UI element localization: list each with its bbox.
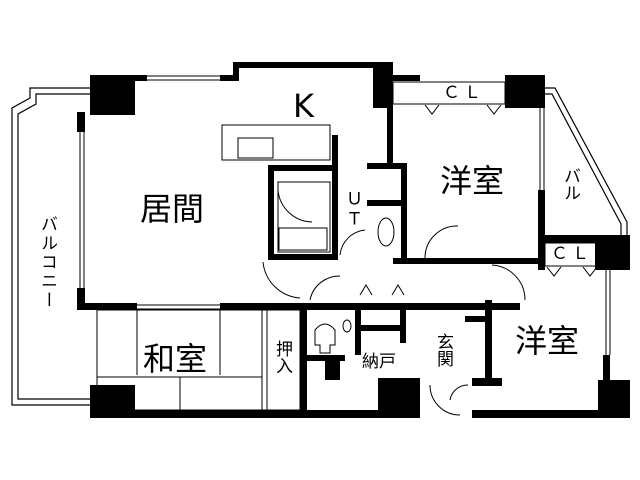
wall xyxy=(332,135,338,260)
pillar xyxy=(90,75,135,115)
right-balcony-outline xyxy=(545,87,628,236)
kitchen-counter xyxy=(221,124,331,161)
right-balcony-inner xyxy=(545,93,622,236)
room-label-oshiire: 押入 xyxy=(272,340,292,374)
wall xyxy=(268,254,338,260)
wall xyxy=(233,62,239,81)
room-label-entrance: 玄関 xyxy=(433,333,453,367)
bath-room xyxy=(277,181,331,253)
wall xyxy=(472,378,502,386)
room-label-balcony-left: バルコニー xyxy=(37,215,57,310)
room-label-ut: ＵＴ xyxy=(342,190,362,230)
room-label-nando: 納戸 xyxy=(362,352,396,372)
japanese-room-tatami xyxy=(96,309,268,411)
sink xyxy=(237,137,274,159)
pillar xyxy=(595,235,630,270)
left-balcony-outline xyxy=(11,87,90,406)
room-label-kitchen: K xyxy=(293,87,314,125)
wall xyxy=(233,62,378,68)
wall xyxy=(465,316,492,322)
wall xyxy=(603,355,610,385)
wall xyxy=(393,258,543,264)
room-label-closet-upper: ＣＬ xyxy=(443,83,485,103)
closet-upper xyxy=(392,81,506,105)
wall xyxy=(401,163,407,263)
wall xyxy=(472,410,630,418)
wall xyxy=(367,163,407,169)
wash-basin xyxy=(377,217,395,247)
wall xyxy=(77,303,137,310)
toilet xyxy=(314,323,336,354)
pillar xyxy=(505,75,545,108)
wall xyxy=(367,200,407,206)
left-balcony-inner xyxy=(17,93,90,400)
room-label-balcony-right: バル xyxy=(560,167,580,201)
wall xyxy=(400,303,420,309)
wall xyxy=(220,303,520,310)
wall xyxy=(77,112,85,132)
pillar xyxy=(378,378,420,418)
wall xyxy=(90,410,420,418)
room-label-living: 居間 xyxy=(140,190,205,228)
wall xyxy=(77,288,85,310)
room-label-japanese: 和室 xyxy=(143,340,208,378)
wall xyxy=(387,105,393,165)
wall xyxy=(325,355,340,380)
wall xyxy=(355,325,405,331)
toilet-basin xyxy=(342,319,352,333)
room-label-western-lower: 洋室 xyxy=(515,322,580,360)
room-label-closet-lower: ＣＬ xyxy=(551,244,593,264)
wall xyxy=(538,243,545,270)
bathtub xyxy=(278,227,328,251)
wall xyxy=(400,303,406,343)
wall xyxy=(220,75,238,81)
wall xyxy=(393,75,420,81)
balcony-outlines xyxy=(11,87,628,406)
fixtures xyxy=(79,75,611,416)
wall xyxy=(135,75,147,81)
oshiire xyxy=(261,309,301,411)
pillar xyxy=(538,235,630,243)
wall xyxy=(300,355,345,361)
room-label-western-upper: 洋室 xyxy=(440,162,505,200)
pillar xyxy=(373,62,393,108)
closet-lower xyxy=(544,242,598,267)
wall xyxy=(268,165,274,260)
wall xyxy=(485,300,492,380)
wall xyxy=(538,190,545,265)
wall xyxy=(268,165,338,171)
